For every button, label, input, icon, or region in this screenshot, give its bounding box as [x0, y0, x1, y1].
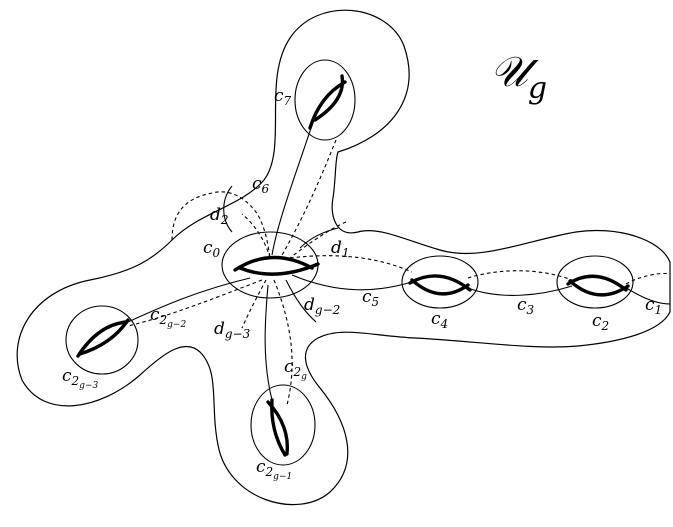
label-c2g: c2g: [284, 357, 307, 382]
surface-outline: [16, 9, 671, 506]
curve-c6: [223, 185, 233, 233]
label-c1: c1: [645, 295, 662, 317]
dash-dg3: [241, 279, 267, 329]
dash-center-rays: [241, 213, 271, 259]
dash-c2g-2: [127, 279, 263, 327]
dash-c2g: [273, 279, 293, 406]
curve-dg2: [285, 279, 317, 323]
ring-c4: [401, 255, 479, 309]
hole-c2: [566, 274, 630, 297]
dash-c6: [281, 139, 337, 256]
curve-d1-upper: [299, 227, 339, 249]
label-dg-3: dg−3: [214, 319, 251, 341]
label-dg-2: dg−2: [304, 295, 340, 317]
label-c3: c3: [517, 295, 535, 317]
hole-center: [233, 255, 320, 276]
hole-c7: [308, 74, 347, 130]
label-c7: c7: [274, 86, 292, 108]
label-c2g-2: c2g−2: [150, 305, 186, 330]
hole-c2g-3: [76, 318, 130, 358]
label-c0: c0: [203, 238, 221, 260]
hole-c4: [408, 274, 472, 296]
curve-to-c4: [291, 274, 413, 291]
dash-d2: [171, 191, 271, 259]
curve-from-c7: [271, 124, 313, 256]
label-c2g-3: c2g−3: [62, 366, 98, 391]
figure-title: 𝒰g: [490, 47, 547, 106]
label-c4: c4: [431, 309, 448, 331]
dash-c5: [289, 255, 413, 273]
ring-c2: [556, 255, 634, 309]
label-c2g-1: c2g−1: [256, 457, 292, 482]
label-d2: d2: [210, 205, 229, 227]
label-c5: c5: [362, 287, 379, 309]
dash-c3: [467, 270, 573, 281]
curve-to-c2g-3: [127, 277, 251, 323]
ring-c7: [294, 59, 356, 141]
dash-d1: [289, 221, 347, 259]
label-c2: c2: [592, 311, 609, 333]
label-d1: d1: [331, 238, 350, 260]
curve-c2-to-edge: [624, 286, 671, 305]
hole-c2g-1: [266, 398, 290, 457]
curve-c4-to-c2: [467, 285, 573, 296]
label-c6: c6: [252, 174, 270, 196]
curve-to-c2g-1: [264, 284, 273, 401]
ring-c2g-1: [250, 384, 316, 466]
ring-c2g-3: [65, 305, 139, 375]
